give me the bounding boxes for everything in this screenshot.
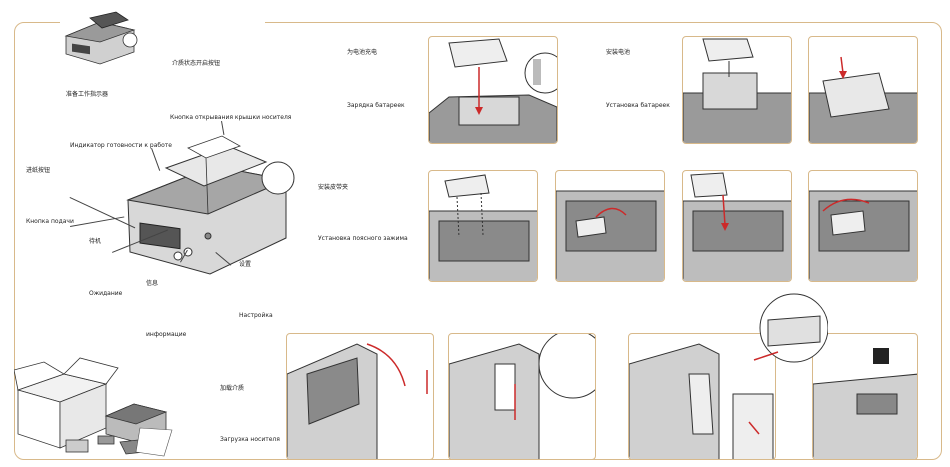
label-setup-cn: 设置 bbox=[239, 261, 251, 268]
label-feed-button-cn: 进纸按钮 bbox=[26, 167, 50, 174]
label-standby-ru: Ожидание bbox=[89, 290, 122, 297]
section-belt-clip-cn: 安装皮带夹 bbox=[318, 184, 348, 191]
printer-thumbnail bbox=[60, 8, 140, 66]
section-install-battery-ru: Установка батареек bbox=[606, 102, 670, 109]
label-standby-cn: 待机 bbox=[89, 238, 101, 245]
panel-belt-clip-4 bbox=[808, 170, 918, 282]
section-belt-clip-ru: Установка поясного зажима bbox=[318, 235, 408, 242]
callout-circle-tear bbox=[748, 286, 828, 376]
panel-charge-battery bbox=[428, 36, 558, 144]
panel-load-media-2 bbox=[448, 333, 596, 460]
panel-install-battery-1 bbox=[682, 36, 792, 144]
label-info-ru: информацие bbox=[146, 331, 186, 338]
panel-belt-clip-3 bbox=[682, 170, 792, 282]
panel-load-media-1 bbox=[286, 333, 434, 460]
section-load-media-cn: 加载介质 bbox=[220, 385, 244, 392]
label-setup-ru: Настройка bbox=[239, 312, 273, 319]
panel-belt-clip-1 bbox=[428, 170, 538, 282]
label-feed-button-ru: Кнопка подачи bbox=[26, 218, 74, 225]
section-load-media-ru: Загрузка носителя bbox=[220, 436, 280, 443]
label-ready-indicator-ru: Индикатор готовности к работе bbox=[70, 142, 172, 149]
label-cover-release-ru: Кнопка открывания крышки носителя bbox=[170, 114, 291, 121]
section-charge-ru: Зарядка батареек bbox=[347, 102, 405, 109]
panel-install-battery-2 bbox=[808, 36, 918, 144]
packaging-illustration bbox=[14, 356, 174, 460]
label-info-cn: 信息 bbox=[146, 280, 158, 287]
label-feed-status-cn: 介质状态开启按钮 bbox=[172, 60, 220, 67]
label-ready-indicator-cn: 准备工作指示器 bbox=[66, 91, 108, 98]
panel-belt-clip-2 bbox=[555, 170, 665, 282]
section-charge-cn: 为电池充电 bbox=[347, 49, 377, 56]
printer-main-illustration bbox=[118, 128, 303, 278]
section-install-battery-cn: 安装电池 bbox=[606, 49, 630, 56]
